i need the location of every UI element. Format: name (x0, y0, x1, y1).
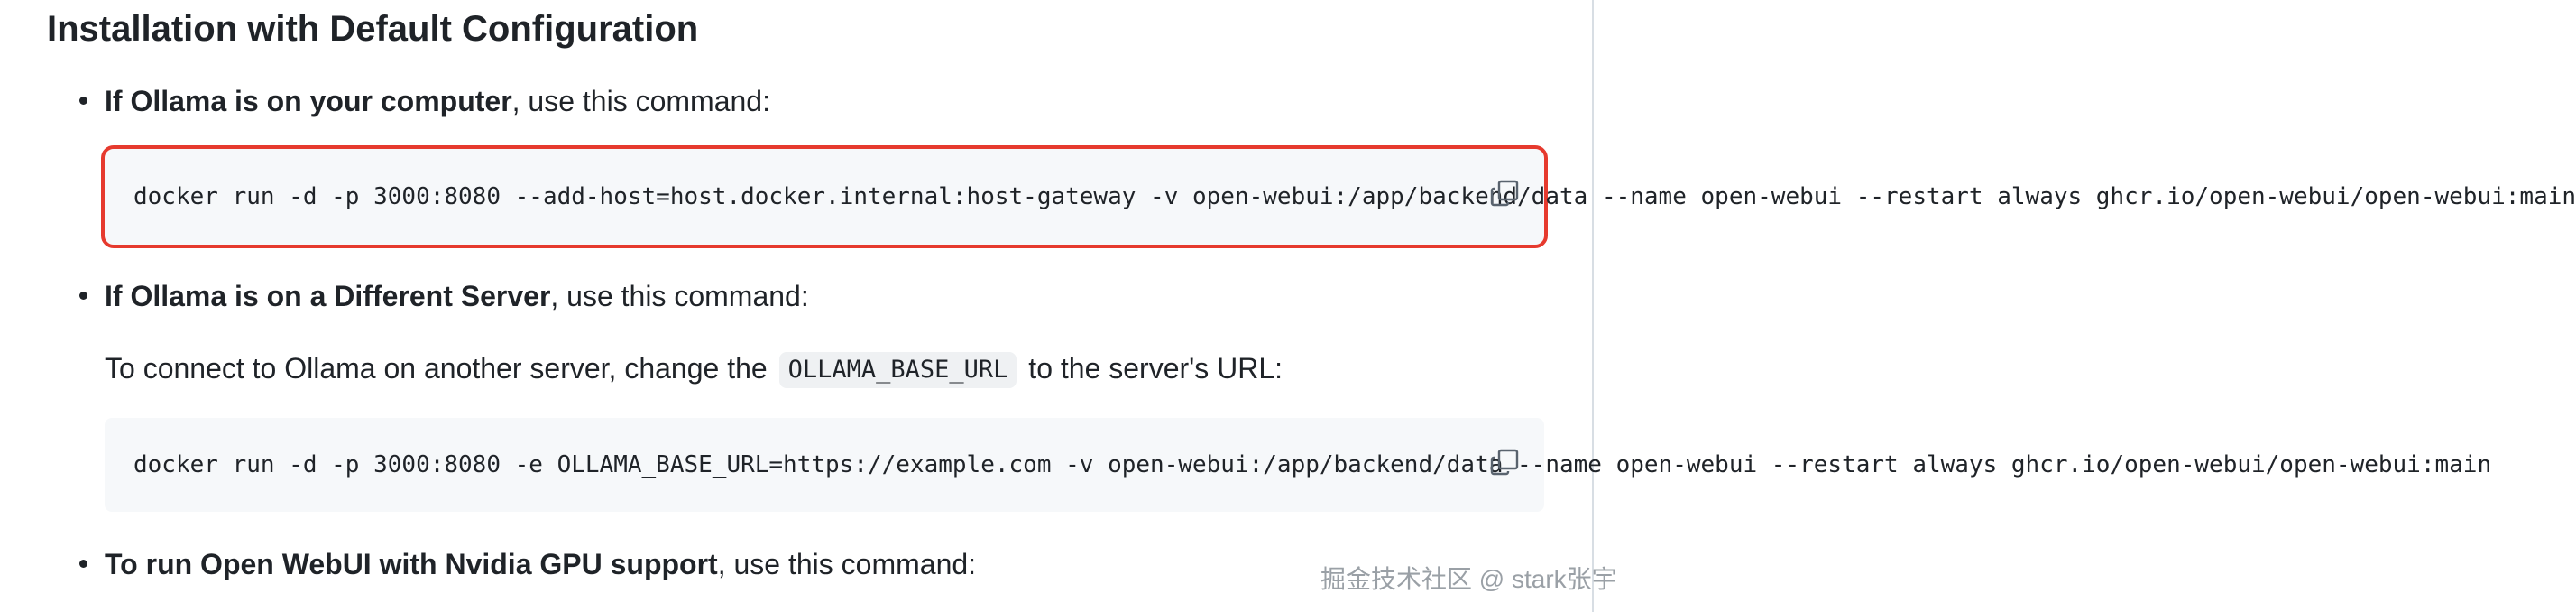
list-item-bold: If Ollama is on your computer (105, 85, 512, 117)
bullet-dot (79, 292, 87, 300)
list-item: If Ollama is on your computer, use this … (79, 82, 770, 120)
code-command[interactable]: docker run -d -p 3000:8080 -e OLLAMA_BAS… (133, 451, 2492, 478)
inline-code-env-var: OLLAMA_BASE_URL (778, 352, 1017, 388)
paragraph-text: to the server's URL: (1028, 352, 1283, 385)
list-item: If Ollama is on a Different Server, use … (79, 277, 809, 315)
bullet-dot (79, 97, 87, 105)
copy-icon (1490, 180, 1519, 207)
readme-section: Installation with Default Configuration … (47, 0, 2576, 612)
watermark: 掘金技术社区 @ stark张宇 (1320, 565, 1617, 593)
code-block-local-ollama: docker run -d -p 3000:8080 --add-host=ho… (101, 145, 2576, 248)
list-item-text: , use this command: (717, 548, 977, 580)
copy-icon (1490, 449, 1519, 476)
copy-button[interactable] (1486, 443, 1523, 479)
scrollbar-track (1592, 0, 1594, 612)
bullet-dot (79, 560, 87, 568)
paragraph: To connect to Ollama on another server, … (105, 349, 1283, 388)
code-block-remote-ollama: docker run -d -p 3000:8080 -e OLLAMA_BAS… (105, 418, 2492, 512)
copy-button[interactable] (1486, 174, 1523, 210)
list-item-bold: To run Open WebUI with Nvidia GPU suppor… (105, 548, 718, 580)
paragraph-text: To connect to Ollama on another server, … (105, 352, 768, 385)
code-command[interactable]: docker run -d -p 3000:8080 --add-host=ho… (133, 183, 2576, 210)
list-item-text: , use this command: (550, 280, 809, 312)
list-item: To run Open WebUI with Nvidia GPU suppor… (79, 545, 977, 583)
list-item-bold: If Ollama is on a Different Server (105, 280, 551, 312)
list-item-text: , use this command: (511, 85, 770, 117)
section-heading: Installation with Default Configuration (47, 9, 699, 49)
